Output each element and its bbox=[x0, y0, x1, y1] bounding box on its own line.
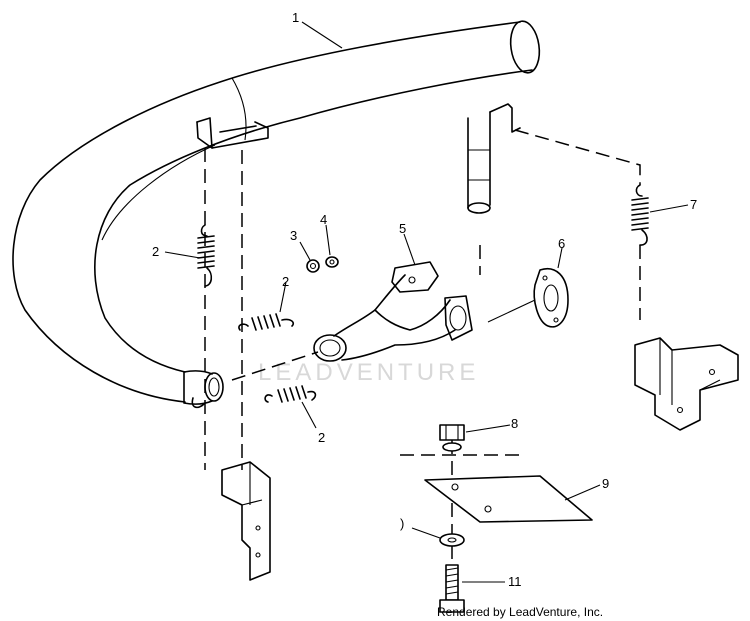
callout-10: ) bbox=[400, 516, 404, 531]
gasket bbox=[487, 268, 569, 328]
plate bbox=[424, 475, 593, 523]
callout-7: 7 bbox=[690, 197, 697, 212]
callout-3: 3 bbox=[290, 228, 297, 243]
callout-9: 9 bbox=[602, 476, 609, 491]
bolt bbox=[439, 564, 465, 613]
callout-2-mid-lower: 2 bbox=[318, 430, 325, 445]
washer bbox=[325, 256, 339, 268]
exhaust-manifold bbox=[231, 261, 473, 381]
muffler bbox=[12, 20, 541, 409]
callouts: 1 2 2 2 3 4 5 6 7 8 9 ) 11 bbox=[152, 10, 697, 589]
grommet bbox=[439, 533, 465, 547]
spring-mid-upper bbox=[238, 313, 295, 331]
callout-11: 11 bbox=[508, 574, 522, 589]
bracket-left bbox=[221, 461, 271, 581]
callout-5: 5 bbox=[399, 221, 406, 236]
credit-text: Rendered by LeadVenture, Inc. bbox=[437, 605, 603, 619]
spring-right bbox=[631, 184, 649, 246]
callout-1: 1 bbox=[292, 10, 299, 25]
spring-left bbox=[197, 224, 215, 287]
callout-2-mid-upper: 2 bbox=[282, 274, 289, 289]
watermark-text: LEADVENTURE bbox=[258, 359, 479, 386]
callout-4: 4 bbox=[320, 212, 327, 227]
callout-8: 8 bbox=[511, 416, 518, 431]
callout-6: 6 bbox=[558, 236, 565, 251]
callout-2-left: 2 bbox=[152, 244, 159, 259]
spring-mid-lower bbox=[264, 385, 317, 403]
nut bbox=[306, 259, 320, 273]
lock-nut bbox=[439, 424, 465, 452]
leader-lines bbox=[164, 21, 689, 583]
alignment-lines bbox=[204, 129, 641, 580]
bracket-right bbox=[634, 337, 739, 431]
